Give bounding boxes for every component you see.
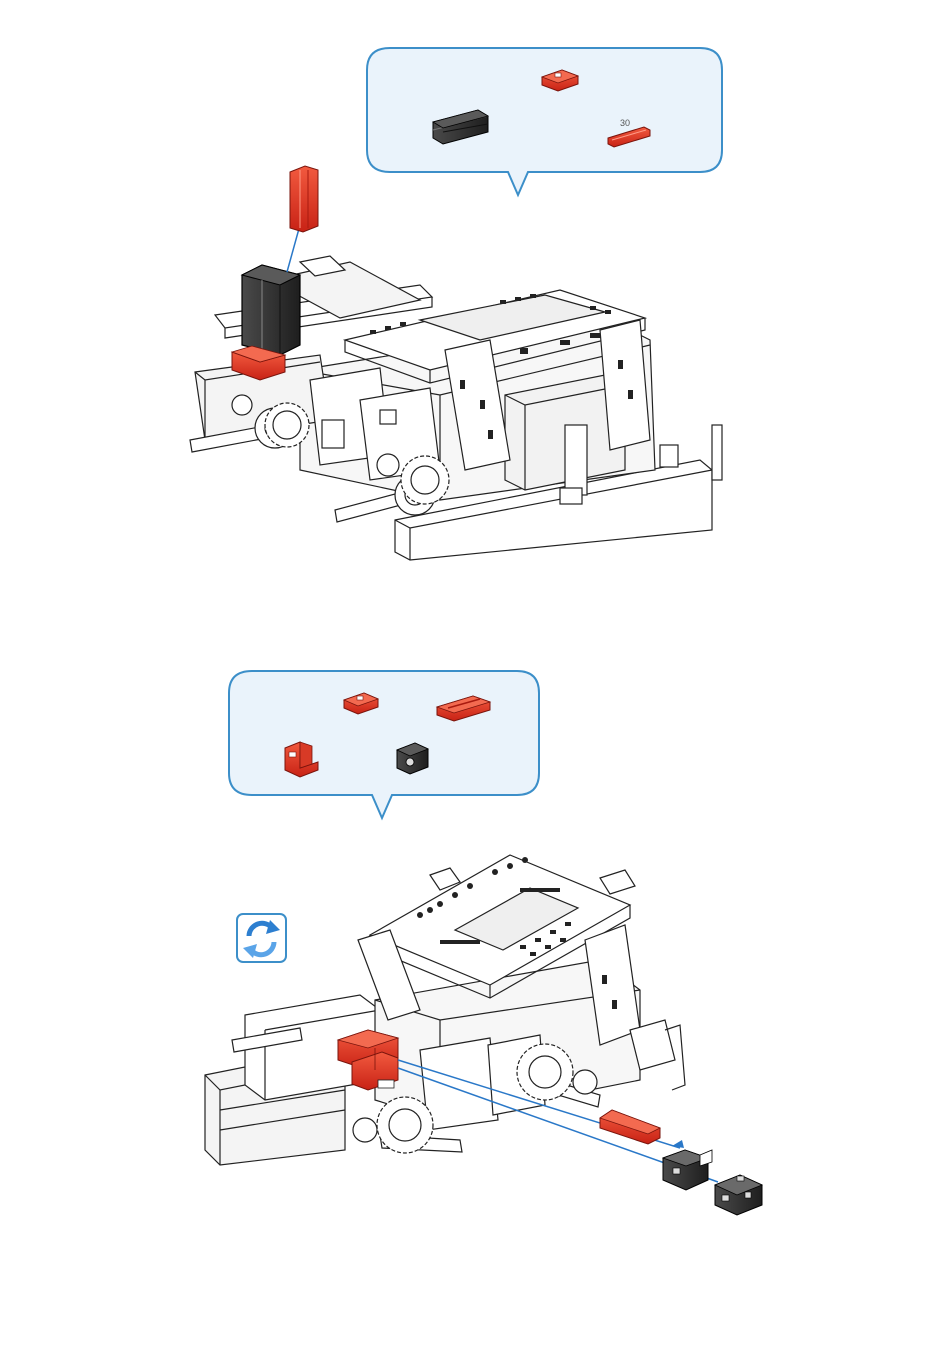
gear-rear-left	[377, 1097, 433, 1153]
step2-parts-callout	[229, 671, 539, 818]
gear-left	[265, 403, 309, 447]
rotate-model-icon	[237, 914, 286, 962]
assembly-line-1	[287, 225, 300, 272]
step2-black-block-15	[715, 1175, 762, 1215]
gear-front	[401, 456, 449, 504]
step1-parts-callout: 30	[367, 48, 722, 195]
step2-black-angle-block	[663, 1150, 712, 1190]
part-red-plate-30-label: 30	[620, 118, 630, 128]
gear-front-right	[517, 1044, 573, 1100]
step1-red-plate-insert	[287, 166, 318, 272]
